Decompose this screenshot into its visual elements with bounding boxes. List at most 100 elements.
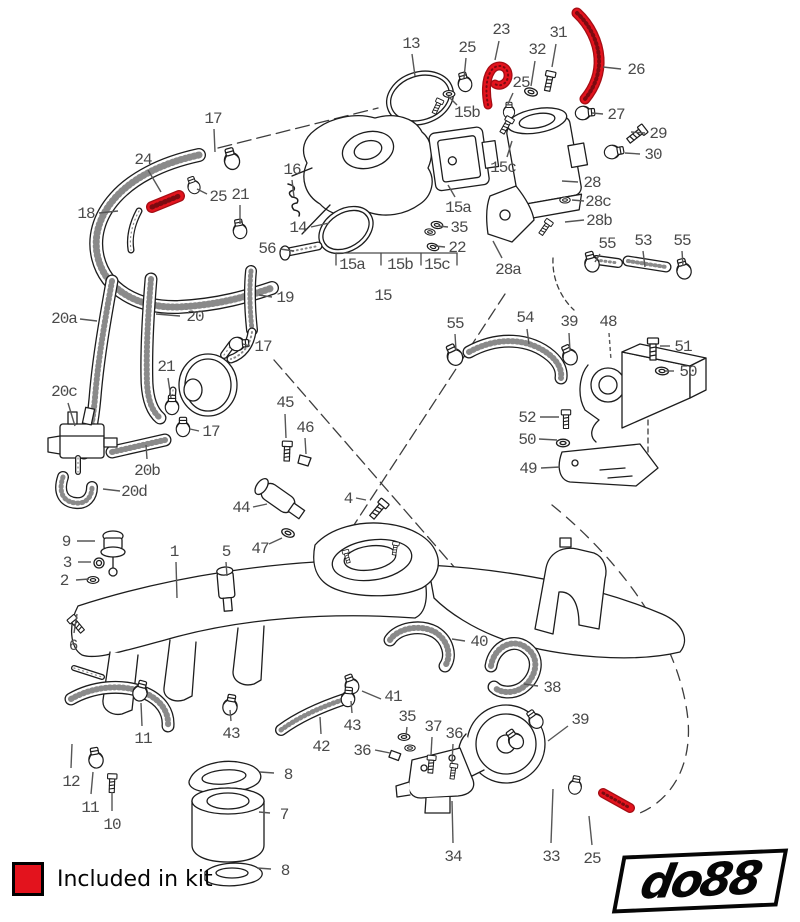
part-label-26: 26 bbox=[627, 61, 645, 79]
part-label-15b: 15b bbox=[387, 256, 413, 274]
part-label-37: 37 bbox=[424, 718, 442, 736]
leader-line bbox=[167, 377, 172, 399]
manifold-end-drawing bbox=[534, 547, 607, 635]
part-label-8: 8 bbox=[281, 862, 290, 880]
part-label-28c: 28c bbox=[585, 193, 611, 211]
leader-line bbox=[279, 248, 295, 252]
legend-label: Included in kit bbox=[57, 866, 213, 892]
leader-line bbox=[538, 438, 558, 441]
part-label-15c: 15c bbox=[490, 159, 516, 177]
bracket-49-drawing bbox=[558, 443, 659, 487]
part-label-20c: 20c bbox=[51, 383, 77, 401]
part-label-21: 21 bbox=[157, 358, 175, 376]
leader-line bbox=[568, 332, 571, 352]
part-label-39: 39 bbox=[560, 313, 578, 331]
part-label-41: 41 bbox=[384, 688, 402, 706]
part-label-43: 43 bbox=[343, 717, 361, 735]
part-label-15b: 15b bbox=[454, 104, 480, 122]
leader-line bbox=[447, 95, 458, 106]
leader-line bbox=[523, 683, 539, 687]
part-label-13: 13 bbox=[402, 35, 420, 53]
gasket-8-drawing bbox=[188, 760, 262, 794]
part-label-47: 47 bbox=[251, 540, 269, 558]
part-label-17: 17 bbox=[204, 110, 222, 128]
leader-line bbox=[98, 210, 119, 214]
part-label-17: 17 bbox=[254, 338, 272, 356]
leader-line bbox=[102, 488, 121, 492]
part-label-21: 21 bbox=[231, 186, 249, 204]
part-label-35: 35 bbox=[450, 219, 468, 237]
part-label-20: 20 bbox=[186, 308, 204, 326]
part-label-53: 53 bbox=[634, 232, 652, 250]
leader-line bbox=[530, 60, 536, 87]
leader-line bbox=[196, 188, 208, 195]
leader-line bbox=[291, 179, 295, 198]
part-label-14: 14 bbox=[289, 219, 307, 237]
leader-line bbox=[225, 561, 228, 577]
part-label-12: 12 bbox=[62, 773, 80, 791]
spring-16-drawing bbox=[287, 183, 301, 217]
part-label-23: 23 bbox=[492, 21, 510, 39]
part-label-29: 29 bbox=[649, 125, 667, 143]
part-label-15: 15 bbox=[374, 287, 392, 305]
part-label-15c: 15c bbox=[424, 256, 450, 274]
part-label-45: 45 bbox=[276, 394, 294, 412]
leader-line bbox=[526, 328, 530, 345]
leader-line bbox=[259, 771, 275, 774]
leader-line bbox=[284, 413, 287, 439]
part-label-49: 49 bbox=[519, 460, 537, 478]
leader-line bbox=[355, 497, 367, 501]
part-label-36: 36 bbox=[445, 725, 463, 743]
leader-line bbox=[594, 253, 601, 263]
kit-highlighted-parts bbox=[146, 7, 635, 813]
leader-line bbox=[304, 437, 307, 455]
part-label-27: 27 bbox=[607, 106, 625, 124]
leader-line bbox=[155, 313, 181, 317]
leader-line bbox=[256, 867, 272, 870]
kit-hose-23 bbox=[485, 65, 510, 106]
leader-line bbox=[319, 716, 322, 735]
leader-line bbox=[434, 245, 446, 248]
leader-line bbox=[242, 343, 251, 347]
leader-line bbox=[547, 725, 569, 742]
part-label-11: 11 bbox=[81, 799, 99, 817]
leader-line bbox=[551, 43, 557, 68]
part-label-40: 40 bbox=[470, 633, 488, 651]
leader-line bbox=[75, 578, 90, 581]
leader-line bbox=[624, 152, 641, 155]
leader-line bbox=[564, 219, 585, 223]
part-label-24: 24 bbox=[134, 151, 152, 169]
intake-manifold-drawing bbox=[71, 522, 686, 716]
part-label-3: 3 bbox=[63, 554, 72, 572]
spacer-7-drawing bbox=[191, 800, 265, 863]
part-label-51: 51 bbox=[674, 338, 692, 356]
leader-line bbox=[561, 180, 579, 183]
part-label-4: 4 bbox=[344, 490, 353, 508]
kit-hose-25-bottom bbox=[601, 791, 632, 810]
leader-line bbox=[175, 561, 178, 599]
group-15-bracket bbox=[335, 252, 458, 266]
part-label-30: 30 bbox=[644, 146, 662, 164]
part-label-32: 32 bbox=[528, 41, 546, 59]
part-label-50: 50 bbox=[679, 363, 697, 381]
part-label-20a: 20a bbox=[51, 310, 78, 328]
kit-color-swatch-icon bbox=[12, 862, 44, 896]
part-label-38: 38 bbox=[543, 679, 561, 697]
part-label-28: 28 bbox=[583, 174, 601, 192]
part-label-50: 50 bbox=[518, 431, 536, 449]
leader-line bbox=[608, 332, 612, 361]
part-label-11: 11 bbox=[134, 730, 152, 748]
leader-line bbox=[90, 771, 94, 795]
part-label-6: 6 bbox=[69, 637, 78, 655]
leader-line bbox=[550, 788, 554, 844]
leader-line bbox=[252, 503, 268, 508]
kit-hose-26 bbox=[575, 11, 602, 101]
leader-line bbox=[67, 402, 76, 427]
part-label-25: 25 bbox=[512, 74, 530, 92]
leader-line bbox=[451, 638, 466, 642]
leader-line bbox=[540, 466, 561, 469]
hose-bundle-drawing bbox=[77, 148, 279, 460]
part-label-39: 39 bbox=[571, 711, 589, 729]
leader-line bbox=[506, 140, 513, 158]
